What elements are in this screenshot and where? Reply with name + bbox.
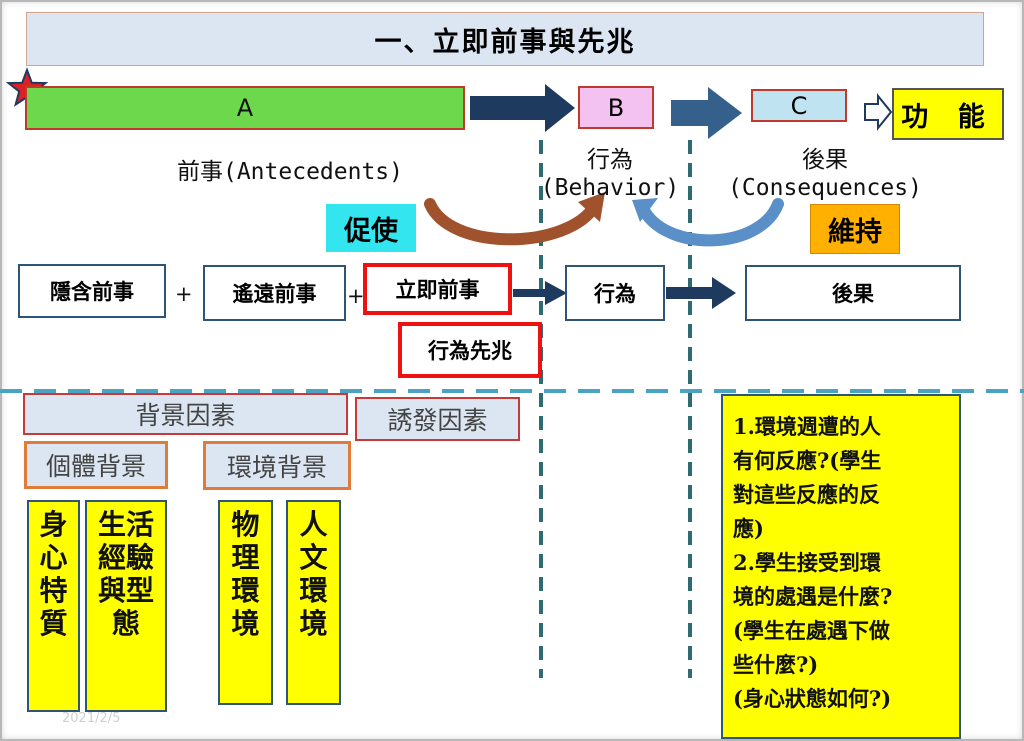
- date-stamp: 2021/2/5: [62, 711, 121, 726]
- arc-maintain-head-icon: [632, 198, 658, 222]
- column-text-line: 境: [299, 607, 328, 640]
- column-text-line: 身: [39, 508, 68, 541]
- plus-sign: +: [347, 284, 365, 308]
- label-consequences-en: (Consequences): [728, 175, 922, 202]
- column-text-line: 理: [231, 541, 260, 574]
- box-function: 功 能: [892, 88, 1004, 140]
- box-individual-background: 個體背景: [24, 441, 168, 489]
- label-behavior-zh: 行為: [587, 147, 633, 173]
- box-trigger-factors: 誘發因素: [355, 397, 520, 441]
- box-environment-background: 環境背景: [203, 441, 351, 490]
- box-a: A: [25, 86, 465, 130]
- column-text-line: 心: [39, 541, 68, 574]
- box-consequence: 後果: [745, 265, 961, 321]
- column-text-line: 環: [299, 574, 328, 607]
- slide-title: 一、立即前事與先兆: [26, 12, 984, 66]
- question-line: (學生在處遇下做: [733, 618, 890, 643]
- arc-maintain-icon: [639, 198, 784, 247]
- box-hidden-antecedent: 隱含前事: [18, 264, 166, 318]
- column-physical-environment: 物 理 環 境: [218, 500, 273, 705]
- column-text-line: 境: [231, 607, 260, 640]
- column-body-mind-traits: 身 心 特 質: [27, 500, 80, 712]
- column-text-line: 環: [231, 574, 260, 607]
- column-life-experience: 生活 經驗 與型 態: [85, 500, 167, 712]
- column-text-line: 經驗: [97, 541, 154, 574]
- box-distant-antecedent: 遙遠前事: [203, 265, 346, 321]
- column-text-line: 物: [231, 508, 260, 541]
- label-behavior-en: (Behavior): [540, 175, 680, 202]
- question-line: 有何反應?(學生: [733, 448, 882, 473]
- column-text-line: 與型: [97, 574, 154, 607]
- column-text-line: 人: [299, 508, 328, 541]
- question-line: 1.環境週遭的人: [733, 414, 881, 439]
- arrow-immediate-to-behavior-icon: [513, 281, 567, 305]
- arrow-c-to-function-icon: [864, 93, 893, 131]
- arrow-a-to-b-icon: [470, 84, 575, 132]
- column-text-line: 質: [39, 607, 68, 640]
- box-immediate-antecedent: 立即前事: [363, 263, 512, 315]
- label-behavior: 行為 (Behavior): [520, 146, 700, 202]
- box-behavior: 行為: [565, 265, 665, 321]
- badge-maintain: 維持: [810, 204, 900, 254]
- label-consequences: 後果 (Consequences): [710, 146, 940, 202]
- box-behavior-precursor: 行為先兆: [398, 322, 542, 378]
- arc-prompt-icon: [424, 198, 598, 246]
- label-consequences-zh: 後果: [802, 147, 848, 173]
- box-c: C: [751, 89, 847, 122]
- question-line: 境的處遇是什麼?: [733, 584, 893, 609]
- question-line: 些什麼?): [733, 652, 819, 677]
- box-b: B: [578, 86, 654, 129]
- label-antecedents: 前事(Antecedents): [176, 159, 403, 185]
- column-text-line: 特: [39, 574, 68, 607]
- arc-prompt-head-icon: [578, 192, 605, 222]
- column-cultural-environment: 人 文 環 境: [286, 500, 341, 705]
- arrow-behavior-to-consequence-icon: [666, 277, 736, 309]
- question-line: (身心狀態如何?): [733, 686, 892, 711]
- badge-prompt: 促使: [326, 204, 416, 252]
- column-text-line: 生活: [97, 508, 154, 541]
- column-text-line: 態: [111, 607, 140, 640]
- box-guiding-questions: 1.環境週遭的人 有何反應?(學生 對這些反應的反 應) 2.學生接受到環 境的…: [721, 394, 961, 739]
- box-background-factors: 背景因素: [23, 393, 348, 435]
- question-line: 應): [733, 516, 764, 541]
- plus-sign: +: [175, 282, 193, 306]
- question-line: 對這些反應的反: [733, 482, 880, 507]
- question-line: 2.學生接受到環: [733, 550, 881, 575]
- column-text-line: 文: [299, 541, 328, 574]
- arrow-b-to-c-icon: [671, 87, 742, 139]
